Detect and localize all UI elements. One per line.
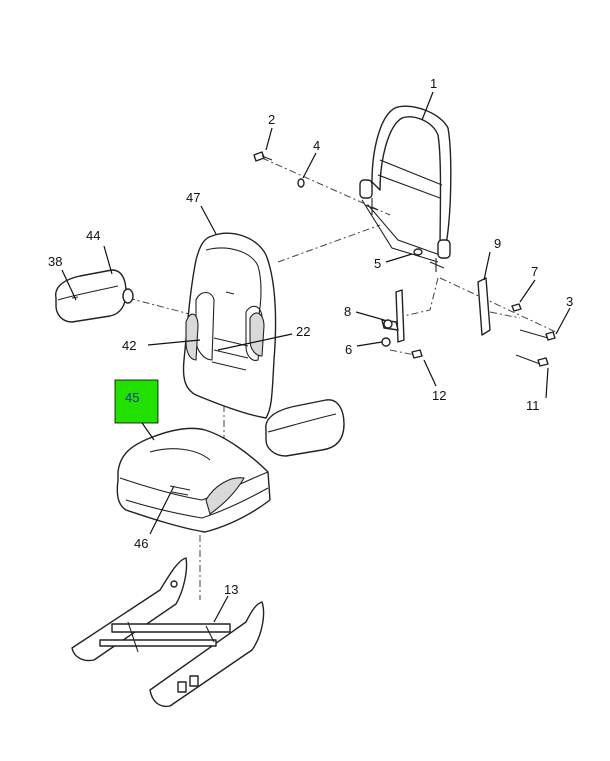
callout-labels: 1 2 3 4 5 6 7 8 9 11 12 13 22 38 42 44 4…: [48, 76, 573, 597]
callout-2: 2: [268, 112, 275, 127]
callout-11: 11: [526, 398, 540, 413]
callout-44: 44: [86, 228, 100, 243]
callout-4: 4: [313, 138, 320, 153]
seat-back-part-47: [182, 232, 277, 419]
seat-base-part-13: [71, 557, 265, 708]
callout-13: 13: [224, 582, 238, 597]
callout-1: 1: [430, 76, 437, 91]
callout-38: 38: [48, 254, 62, 269]
callout-47: 47: [186, 190, 200, 205]
callout-8: 8: [344, 304, 351, 319]
armrest-part-44: [55, 269, 134, 323]
callout-9: 9: [494, 236, 501, 251]
hardware: [253, 151, 556, 367]
callout-12: 12: [432, 388, 446, 403]
callout-6: 6: [345, 342, 352, 357]
frame-part-1: [359, 105, 452, 272]
callout-45: 45: [125, 390, 139, 405]
highlight-box-45[interactable]: [114, 379, 159, 424]
leader-lines: [61, 91, 571, 623]
callout-42: 42: [122, 338, 136, 353]
callout-7: 7: [531, 264, 538, 279]
callout-3: 3: [566, 294, 573, 309]
seat-cushion-part-45: [116, 427, 271, 533]
armrest-right: [265, 399, 345, 457]
callout-5: 5: [374, 256, 381, 271]
callout-46: 46: [134, 536, 148, 551]
callout-22: 22: [296, 324, 310, 339]
